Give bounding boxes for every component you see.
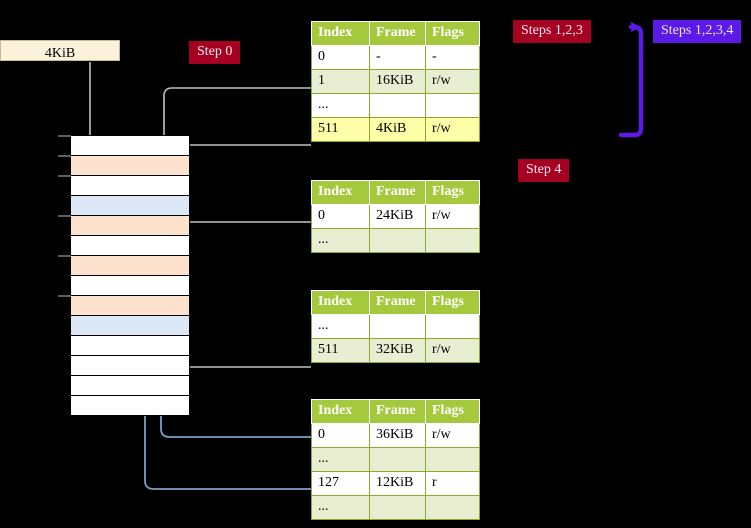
cell-flags [425, 314, 480, 339]
column-header-flags: Flags [425, 399, 480, 424]
cell-flags: r/w [425, 204, 480, 229]
cell-frame: 32KiB [369, 338, 426, 363]
memory-row [71, 256, 189, 276]
memory-row [71, 156, 189, 176]
conn-t1row511 [175, 144, 311, 161]
conn-t2row0-down [176, 221, 311, 261]
pd-table: Index Frame Flags ... 511 32KiB r/w [311, 290, 480, 363]
steps123-label: Steps 1,2,3 [521, 23, 583, 38]
table-row: ... [311, 314, 480, 339]
pt-table: Index Frame Flags 0 36KiB r/w ... 127 12… [311, 399, 480, 520]
table-header-row: Index Frame Flags [311, 21, 480, 46]
steps1234-badge: Steps 1,2,3,4 [653, 20, 742, 43]
frame-4kib-label: 4KiB [44, 46, 76, 61]
column-header-index: Index [311, 399, 370, 424]
step0-label: Step 0 [197, 44, 233, 59]
cell-index: 1 [311, 69, 370, 94]
cell-index: ... [311, 314, 370, 339]
memory-row [71, 396, 189, 415]
cell-frame: 12KiB [369, 471, 426, 496]
steps1234-label: Steps 1,2,3,4 [661, 23, 734, 38]
pml4-table: Index Frame Flags 0 - - 1 16KiB r/w ... [311, 21, 480, 142]
table-row: ... [311, 447, 480, 472]
memory-row [71, 376, 189, 396]
cell-frame [369, 447, 426, 472]
cell-index: ... [311, 495, 370, 520]
cell-index: 511 [311, 338, 370, 363]
steps-bracket-arrow [618, 21, 644, 138]
cell-flags: r/w [425, 423, 480, 448]
column-header-index: Index [311, 180, 370, 205]
cell-frame [369, 314, 426, 339]
cell-index: 0 [311, 45, 370, 70]
table-header-row: Index Frame Flags [311, 290, 480, 315]
table-row: 1 16KiB r/w [311, 69, 480, 94]
memory-row [71, 356, 189, 376]
cell-index: 127 [311, 471, 370, 496]
column-header-flags: Flags [425, 180, 480, 205]
memory-row [71, 216, 189, 236]
table-row: 0 - - [311, 45, 480, 70]
cell-frame [369, 93, 426, 118]
column-header-frame: Frame [369, 180, 426, 205]
cell-frame: 16KiB [369, 69, 426, 94]
memory-row [71, 176, 189, 196]
cell-frame: 4KiB [369, 117, 426, 142]
step4-label: Step 4 [526, 162, 562, 177]
cell-flags [425, 228, 480, 253]
cell-flags: r/w [425, 338, 480, 363]
physical-memory-column [70, 135, 190, 416]
table-row: 0 24KiB r/w [311, 204, 480, 229]
cell-index: ... [311, 93, 370, 118]
cell-frame [369, 228, 426, 253]
cell-index: ... [311, 447, 370, 472]
cell-flags [425, 93, 480, 118]
column-header-frame: Frame [369, 21, 426, 46]
cell-flags: - [425, 45, 480, 70]
cell-flags [425, 447, 480, 472]
column-header-frame: Frame [369, 399, 426, 424]
cell-index: 0 [311, 204, 370, 229]
cell-flags: r/w [425, 117, 480, 142]
table-row: ... [311, 228, 480, 253]
cell-frame: 36KiB [369, 423, 426, 448]
table-row: ... [311, 495, 480, 520]
memory-row [71, 316, 189, 336]
cell-index: 0 [311, 423, 370, 448]
conn-t3row511-up [176, 312, 311, 368]
cell-index: ... [311, 228, 370, 253]
step4-badge: Step 4 [518, 159, 570, 182]
frame-4kib-box: 4KiB [0, 40, 120, 61]
table-row: 0 36KiB r/w [311, 423, 480, 448]
column-header-index: Index [311, 21, 370, 46]
memory-row [71, 276, 189, 296]
table-row: ... [311, 93, 480, 118]
column-header-frame: Frame [369, 290, 426, 315]
pdpt-table: Index Frame Flags 0 24KiB r/w ... [311, 180, 480, 253]
memory-row [71, 296, 189, 316]
cell-flags: r/w [425, 69, 480, 94]
memory-row [71, 236, 189, 256]
cell-index: 511 [311, 117, 370, 142]
cell-flags [425, 495, 480, 520]
cell-flags: r [425, 471, 480, 496]
memory-row [71, 336, 189, 356]
table-header-row: Index Frame Flags [311, 399, 480, 424]
column-header-index: Index [311, 290, 370, 315]
table-header-row: Index Frame Flags [311, 180, 480, 205]
steps123-badge: Steps 1,2,3 [513, 20, 591, 43]
cell-frame [369, 495, 426, 520]
memory-row [71, 196, 189, 216]
step0-badge: Step 0 [189, 41, 241, 64]
table-row: 511 32KiB r/w [311, 338, 480, 363]
cell-frame: - [369, 45, 426, 70]
column-header-flags: Flags [425, 21, 480, 46]
cell-frame: 24KiB [369, 204, 426, 229]
table-row: 511 4KiB r/w [311, 117, 480, 142]
column-header-flags: Flags [425, 290, 480, 315]
table-row: 127 12KiB r [311, 471, 480, 496]
memory-row [71, 136, 189, 156]
